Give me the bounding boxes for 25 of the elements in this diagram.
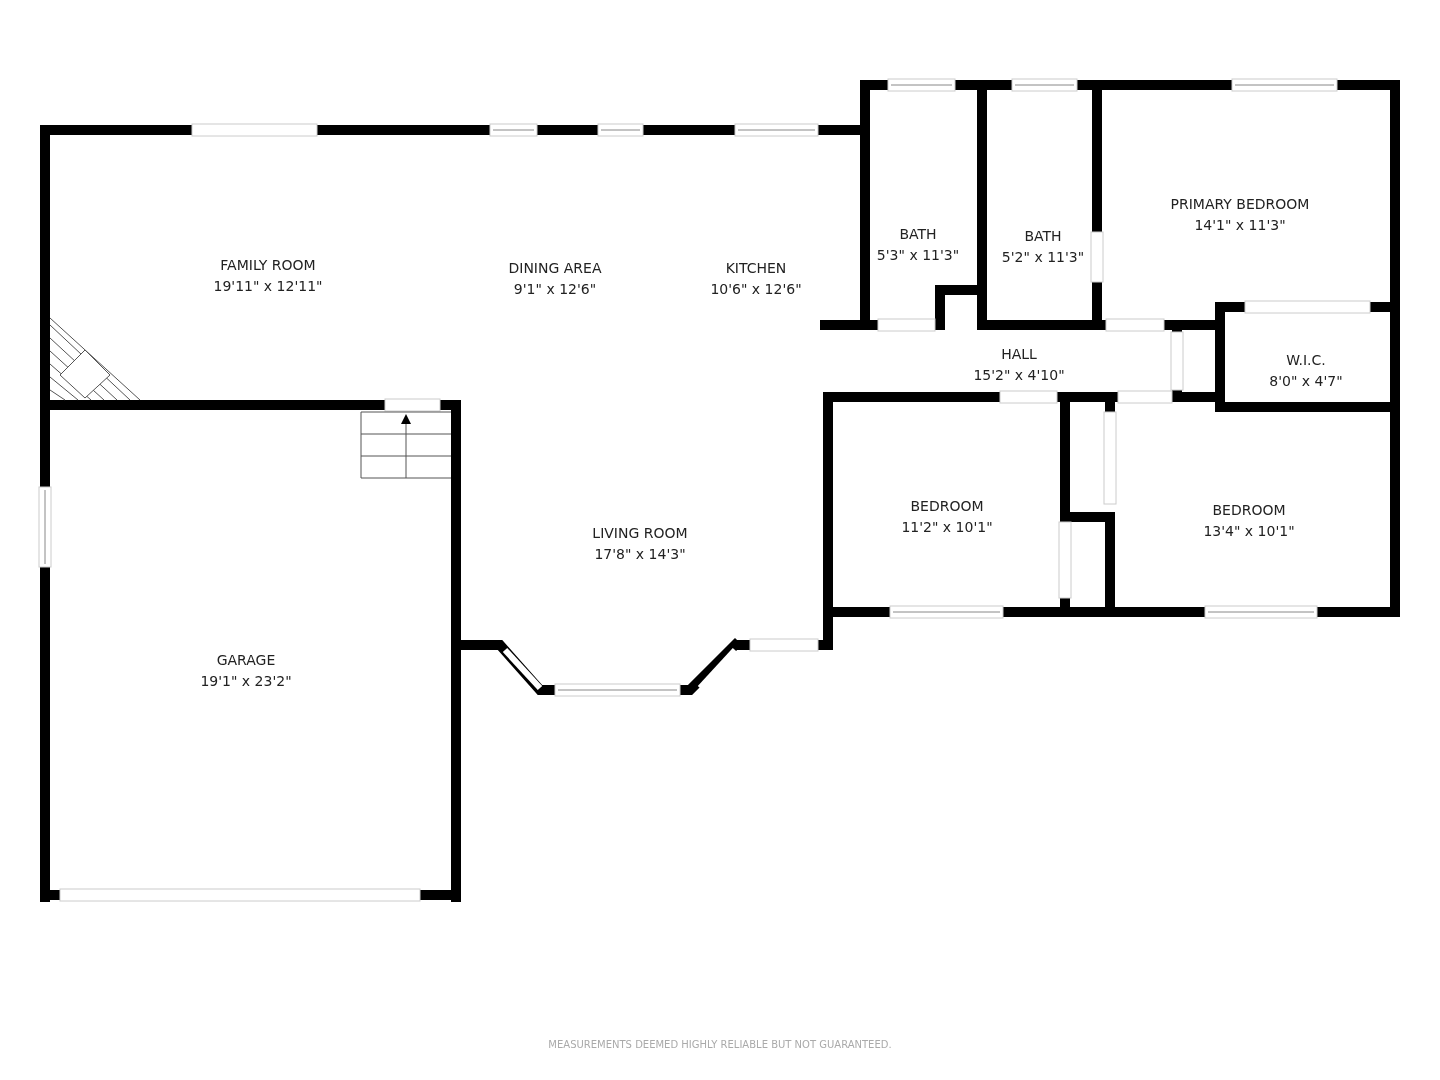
room-dimensions: 13'4" x 10'1" <box>1203 522 1295 540</box>
room-dimensions: 17'8" x 14'3" <box>594 545 686 563</box>
room-name: BEDROOM <box>1212 501 1286 519</box>
room-dimensions: 9'1" x 12'6" <box>513 280 597 298</box>
room-dimensions: 19'1" x 23'2" <box>200 672 292 690</box>
room-dimensions: 14'1" x 11'3" <box>1194 216 1286 234</box>
room-name: BEDROOM <box>910 497 984 515</box>
room-name: PRIMARY BEDROOM <box>1170 195 1310 213</box>
room-name: BATH <box>899 225 937 243</box>
room-name: KITCHEN <box>725 259 787 277</box>
room-name: W.I.C. <box>1286 351 1326 369</box>
room-dimensions: 15'2" x 4'10" <box>973 366 1065 384</box>
room-name: LIVING ROOM <box>592 524 688 542</box>
room-name: BATH <box>1024 227 1062 245</box>
room-dimensions: 5'3" x 11'3" <box>876 246 960 264</box>
room-dimensions: 5'2" x 11'3" <box>1001 248 1085 266</box>
room-name: GARAGE <box>216 651 276 669</box>
room-name: HALL <box>1001 345 1037 363</box>
room-dimensions: 11'2" x 10'1" <box>901 518 993 536</box>
room-name: FAMILY ROOM <box>220 256 316 274</box>
room-dimensions: 10'6" x 12'6" <box>710 280 802 298</box>
room-dimensions: 19'11" x 12'11" <box>213 277 323 295</box>
room-name: DINING AREA <box>508 259 602 277</box>
disclaimer-note: MEASUREMENTS DEEMED HIGHLY RELIABLE BUT NOT GUARANTEED. <box>548 1038 892 1052</box>
room-dimensions: 8'0" x 4'7" <box>1269 372 1343 390</box>
